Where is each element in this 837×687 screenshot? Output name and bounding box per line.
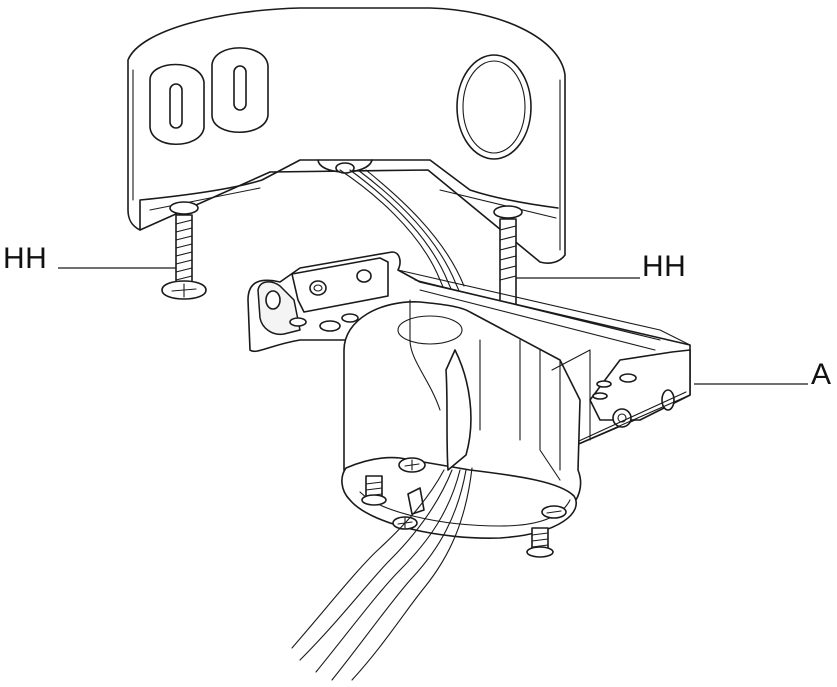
flange-screw-top <box>398 457 426 473</box>
callout-label-screw-right: HH <box>642 250 687 283</box>
knockout-round-right <box>456 54 532 160</box>
callout-label-bracket: A <box>811 358 832 391</box>
flange-screw-right <box>541 505 567 519</box>
loose-screw <box>526 527 554 558</box>
knockout-slot-left <box>149 63 205 146</box>
callout-label-screw-left: HH <box>3 242 48 275</box>
flange-screw-left <box>361 475 387 506</box>
mounting-screw-left <box>161 201 207 300</box>
wire-harness <box>291 349 473 681</box>
ground-tab <box>407 487 425 515</box>
knockout-slot-center <box>211 47 269 133</box>
